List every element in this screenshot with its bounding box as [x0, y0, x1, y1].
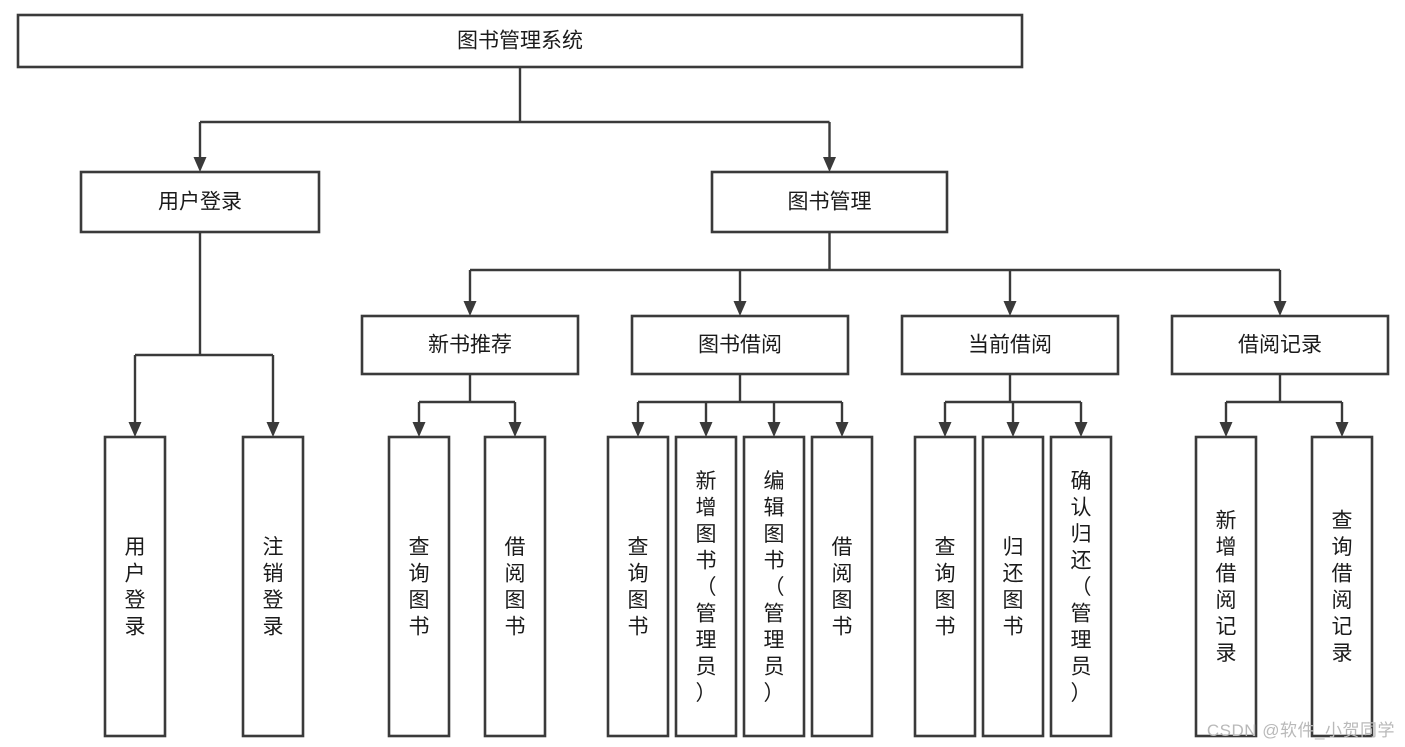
node-box [103, 435, 167, 738]
node-box [674, 435, 738, 738]
csdn-watermark: CSDN @软件_小贺同学 [1206, 721, 1395, 740]
node-leaf-edit-book[interactable]: 编辑图书（管理员） [742, 435, 806, 738]
node-label: 借阅图书 [832, 536, 853, 639]
node-box [630, 314, 850, 376]
node-label: 图书借阅 [698, 334, 782, 357]
node-label: 用户登录 [125, 536, 146, 639]
node-label: 查询借阅记录 [1332, 510, 1353, 666]
arrow-head-icon [631, 422, 645, 437]
node-leaf-confirm-return[interactable]: 确认归还（管理员） [1049, 435, 1113, 738]
node-label: 确认归还（管理员） [1071, 470, 1092, 705]
arrow-head-icon [938, 422, 952, 437]
arrow-head-icon [463, 301, 477, 316]
node-box [913, 435, 977, 738]
node-label: 查询图书 [935, 536, 956, 639]
arrow-head-icon [1003, 301, 1017, 316]
node-label: 借阅图书 [505, 536, 526, 639]
node-box [900, 314, 1120, 376]
node-leaf-borrow-book-1[interactable]: 借阅图书 [483, 435, 547, 738]
arrow-head-icon [1335, 422, 1349, 437]
node-borrow-record[interactable]: 借阅记录 [1170, 314, 1390, 376]
node-label: 查询图书 [409, 536, 430, 639]
node-label: 编辑图书（管理员） [764, 470, 785, 705]
arrow-head-icon [733, 301, 747, 316]
arrow-head-icon [1074, 422, 1088, 437]
node-box [710, 170, 949, 234]
node-label: 图书管理系统 [457, 30, 583, 53]
node-box [742, 435, 806, 738]
node-label: 新书推荐 [428, 334, 512, 357]
node-leaf-add-record[interactable]: 新增借阅记录 [1194, 435, 1258, 738]
node-book-borrow[interactable]: 图书借阅 [630, 314, 850, 376]
node-box [241, 435, 305, 738]
node-label: 当前借阅 [968, 334, 1052, 357]
node-leaf-query-book-2[interactable]: 查询图书 [606, 435, 670, 738]
node-label: 注销登录 [263, 536, 284, 639]
node-root[interactable]: 图书管理系统 [16, 13, 1024, 69]
arrow-head-icon [1273, 301, 1287, 316]
node-book-manage[interactable]: 图书管理 [710, 170, 949, 234]
node-label: 新增借阅记录 [1216, 510, 1237, 666]
node-current-borrow[interactable]: 当前借阅 [900, 314, 1120, 376]
node-box [1310, 435, 1374, 738]
arrow-head-icon [767, 422, 781, 437]
node-leaf-logout[interactable]: 注销登录 [241, 435, 305, 738]
node-leaf-return-book[interactable]: 归还图书 [981, 435, 1045, 738]
node-leaf-user-login[interactable]: 用户登录 [103, 435, 167, 738]
node-box [387, 435, 451, 738]
node-box [483, 435, 547, 738]
node-layer: 图书管理系统用户登录图书管理新书推荐图书借阅当前借阅借阅记录用户登录注销登录查询… [16, 13, 1390, 738]
node-label: 图书管理 [788, 191, 872, 214]
arrow-head-icon [128, 422, 142, 437]
node-user-login[interactable]: 用户登录 [79, 170, 321, 234]
node-box [16, 13, 1024, 69]
arrow-head-icon [1006, 422, 1020, 437]
node-box [1194, 435, 1258, 738]
arrow-head-icon [508, 422, 522, 437]
node-box [1170, 314, 1390, 376]
arrow-head-icon [835, 422, 849, 437]
node-box [981, 435, 1045, 738]
node-box [360, 314, 580, 376]
arrow-head-icon [412, 422, 426, 437]
node-leaf-add-book[interactable]: 新增图书（管理员） [674, 435, 738, 738]
node-label: 归还图书 [1003, 536, 1024, 639]
arrow-head-icon [193, 157, 207, 172]
node-box [79, 170, 321, 234]
node-leaf-query-record[interactable]: 查询借阅记录 [1310, 435, 1374, 738]
node-leaf-query-book-1[interactable]: 查询图书 [387, 435, 451, 738]
node-label: 新增图书（管理员） [696, 470, 717, 705]
node-box [810, 435, 874, 738]
arrow-head-icon [699, 422, 713, 437]
node-box [1049, 435, 1113, 738]
node-label: 查询图书 [628, 536, 649, 639]
arrow-head-icon [266, 422, 280, 437]
node-label: 用户登录 [158, 191, 242, 214]
node-label: 借阅记录 [1238, 334, 1322, 357]
arrow-head-icon [823, 157, 836, 172]
node-leaf-query-book-3[interactable]: 查询图书 [913, 435, 977, 738]
node-leaf-borrow-book-2[interactable]: 借阅图书 [810, 435, 874, 738]
arrow-head-icon [1219, 422, 1233, 437]
node-box [606, 435, 670, 738]
connector-layer [128, 67, 1349, 437]
node-new-book-rec[interactable]: 新书推荐 [360, 314, 580, 376]
